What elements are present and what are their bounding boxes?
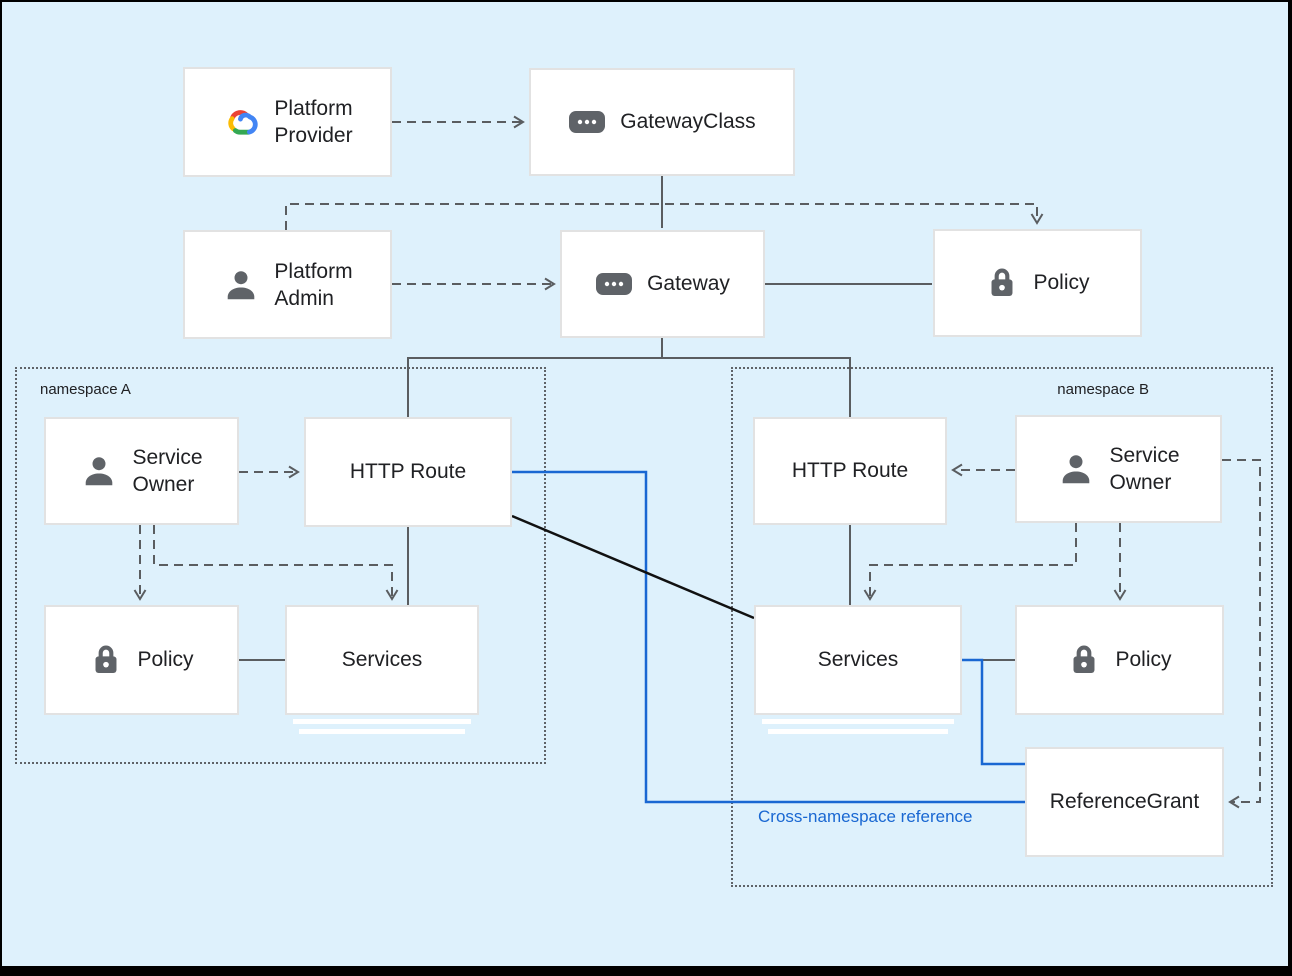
http-route-a-node: HTTP Route (304, 417, 512, 527)
policy-b-node: Policy (1015, 605, 1224, 715)
services-a-label: Services (341, 648, 423, 671)
gateway-node: Gateway (560, 230, 765, 338)
cross-namespace-reference-label: Cross-namespace reference (758, 807, 973, 826)
edge-serviceownera-servicesa (153, 525, 399, 601)
person-icon (1057, 450, 1095, 488)
namespace-a-group (15, 367, 546, 764)
gateway-label: Gateway (647, 272, 730, 295)
edge-httproutea-servicesb-black (511, 514, 755, 620)
http-route-a-label: HTTP Route (349, 460, 467, 483)
service-owner-b-label-line2: Owner (1109, 471, 1172, 494)
policy-a-node: Policy (44, 605, 239, 715)
lock-icon (1067, 643, 1101, 677)
platform-admin-label-line2: Admin (274, 286, 334, 310)
service-owner-a-node: Service Owner (44, 417, 239, 525)
service-owner-b-label-line1: Service (1109, 444, 1180, 467)
edge-serviceownerb-referencegrant (1222, 459, 1261, 809)
service-owner-a-label-line2: Owner (132, 473, 195, 496)
resource-icon (595, 272, 633, 296)
platform-provider-label-line1: Platform (274, 97, 353, 120)
namespace-b-group (731, 367, 1273, 887)
namespace-a-label: namespace A (40, 381, 131, 398)
edge-httproutea-referencegrant-blue (512, 470, 1025, 804)
reference-grant-label: ReferenceGrant (1049, 790, 1200, 813)
policy-a-label: Policy (137, 648, 194, 671)
service-owner-b-node: Service Owner (1015, 415, 1222, 523)
person-icon (80, 452, 118, 490)
edge-admin-policy (285, 203, 1044, 230)
gatewayclass-label: GatewayClass (620, 110, 756, 133)
policy-b-label: Policy (1115, 648, 1172, 671)
policy-top-label: Policy (1033, 271, 1090, 294)
edge-servicesb-referencegrant-blue (962, 658, 1025, 766)
services-b-label: Services (817, 648, 899, 671)
lock-icon (985, 266, 1019, 300)
service-owner-a-label-line1: Service (132, 446, 203, 469)
http-route-b-node: HTTP Route (753, 417, 947, 525)
services-b-stack-2 (768, 729, 948, 734)
gatewayclass-node: GatewayClass (529, 68, 795, 176)
google-cloud-icon (222, 106, 260, 138)
lock-icon (89, 643, 123, 677)
platform-admin-node: Platform Admin (183, 230, 392, 339)
policy-top-node: Policy (933, 229, 1142, 337)
http-route-b-label: HTTP Route (791, 459, 909, 482)
platform-provider-label-line2: Provider (274, 124, 353, 147)
services-a-stack-2 (299, 729, 465, 734)
platform-admin-label-line1: Platform (274, 259, 353, 283)
services-b-node: Services (754, 605, 962, 715)
platform-provider-node: Platform Provider (183, 67, 392, 177)
reference-grant-node: ReferenceGrant (1025, 747, 1224, 857)
person-icon (222, 266, 260, 304)
resource-icon (568, 110, 606, 134)
services-a-stack-1 (293, 719, 471, 724)
edge-serviceownerb-servicesb (863, 523, 1077, 601)
namespace-b-label: namespace B (1057, 381, 1149, 398)
services-b-stack-1 (762, 719, 954, 724)
services-a-node: Services (285, 605, 479, 715)
